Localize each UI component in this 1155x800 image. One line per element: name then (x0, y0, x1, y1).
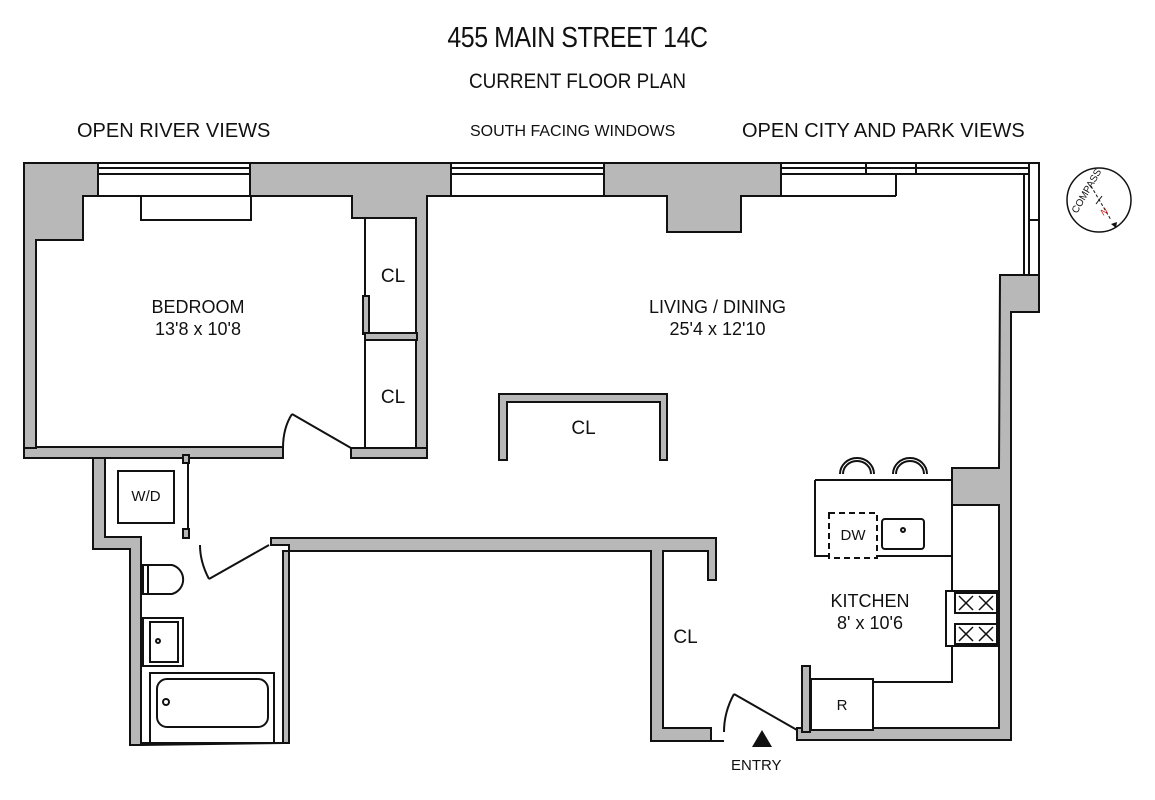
view-label-city-park: OPEN CITY AND PARK VIEWS (742, 120, 1025, 142)
wall-closet-bottom (350, 447, 428, 459)
bedroom-window-sill (140, 195, 252, 221)
dishwasher (828, 512, 878, 559)
room-kitchen-name: KITCHEN (830, 591, 910, 611)
label-refrigerator: R (836, 697, 848, 714)
room-living-name: LIVING / DINING (648, 297, 787, 317)
wall-bedroom-bottom (23, 446, 284, 459)
room-kitchen: KITCHEN 8' x 10'6 (810, 590, 930, 634)
wall-right (796, 274, 1040, 741)
closet-bedroom-2: CL (380, 387, 406, 408)
room-living-dining: LIVING / DINING 25'4 x 12'10 (630, 296, 805, 340)
toilet (142, 564, 185, 595)
living-closet-walls (498, 393, 668, 461)
wall-top-mid-left (249, 162, 452, 451)
label-washer-dryer: W/D (131, 488, 161, 505)
room-bedroom-name: BEDROOM (151, 297, 245, 317)
room-living-dimensions: 25'4 x 12'10 (669, 319, 766, 339)
view-label-river: OPEN RIVER VIEWS (77, 120, 271, 142)
stool-2 (892, 457, 928, 475)
compass-icon: N COMPASS (1066, 167, 1132, 233)
closet-divider (362, 295, 370, 335)
closet-bedroom-1: CL (380, 266, 406, 287)
room-bedroom-dimensions: 13'8 x 10'8 (155, 319, 241, 339)
entry-door (723, 693, 798, 733)
closet-entry: CL (673, 627, 698, 648)
refrigerator (810, 678, 874, 731)
svg-text:N: N (1099, 206, 1110, 218)
bedroom-door (282, 413, 352, 449)
view-label-south: SOUTH FACING WINDOWS (470, 123, 676, 140)
entry-label: ENTRY (731, 757, 782, 774)
kitchen-wall-stub (801, 665, 811, 733)
kitchen-sink (881, 518, 925, 550)
room-bedroom: BEDROOM 13'8 x 10'8 (128, 296, 268, 340)
washer-dryer (117, 470, 175, 524)
plan-title: 455 MAIN STREET 14C (447, 22, 708, 54)
bath-door (199, 544, 270, 580)
label-dishwasher: DW (840, 527, 866, 544)
wall-top-mid-right (603, 162, 782, 233)
room-kitchen-dimensions: 8' x 10'6 (837, 613, 903, 633)
entry-arrow-icon (752, 730, 772, 747)
closet-living: CL (571, 418, 596, 439)
stool-1 (839, 457, 875, 475)
plan-subtitle: CURRENT FLOOR PLAN (468, 70, 687, 93)
